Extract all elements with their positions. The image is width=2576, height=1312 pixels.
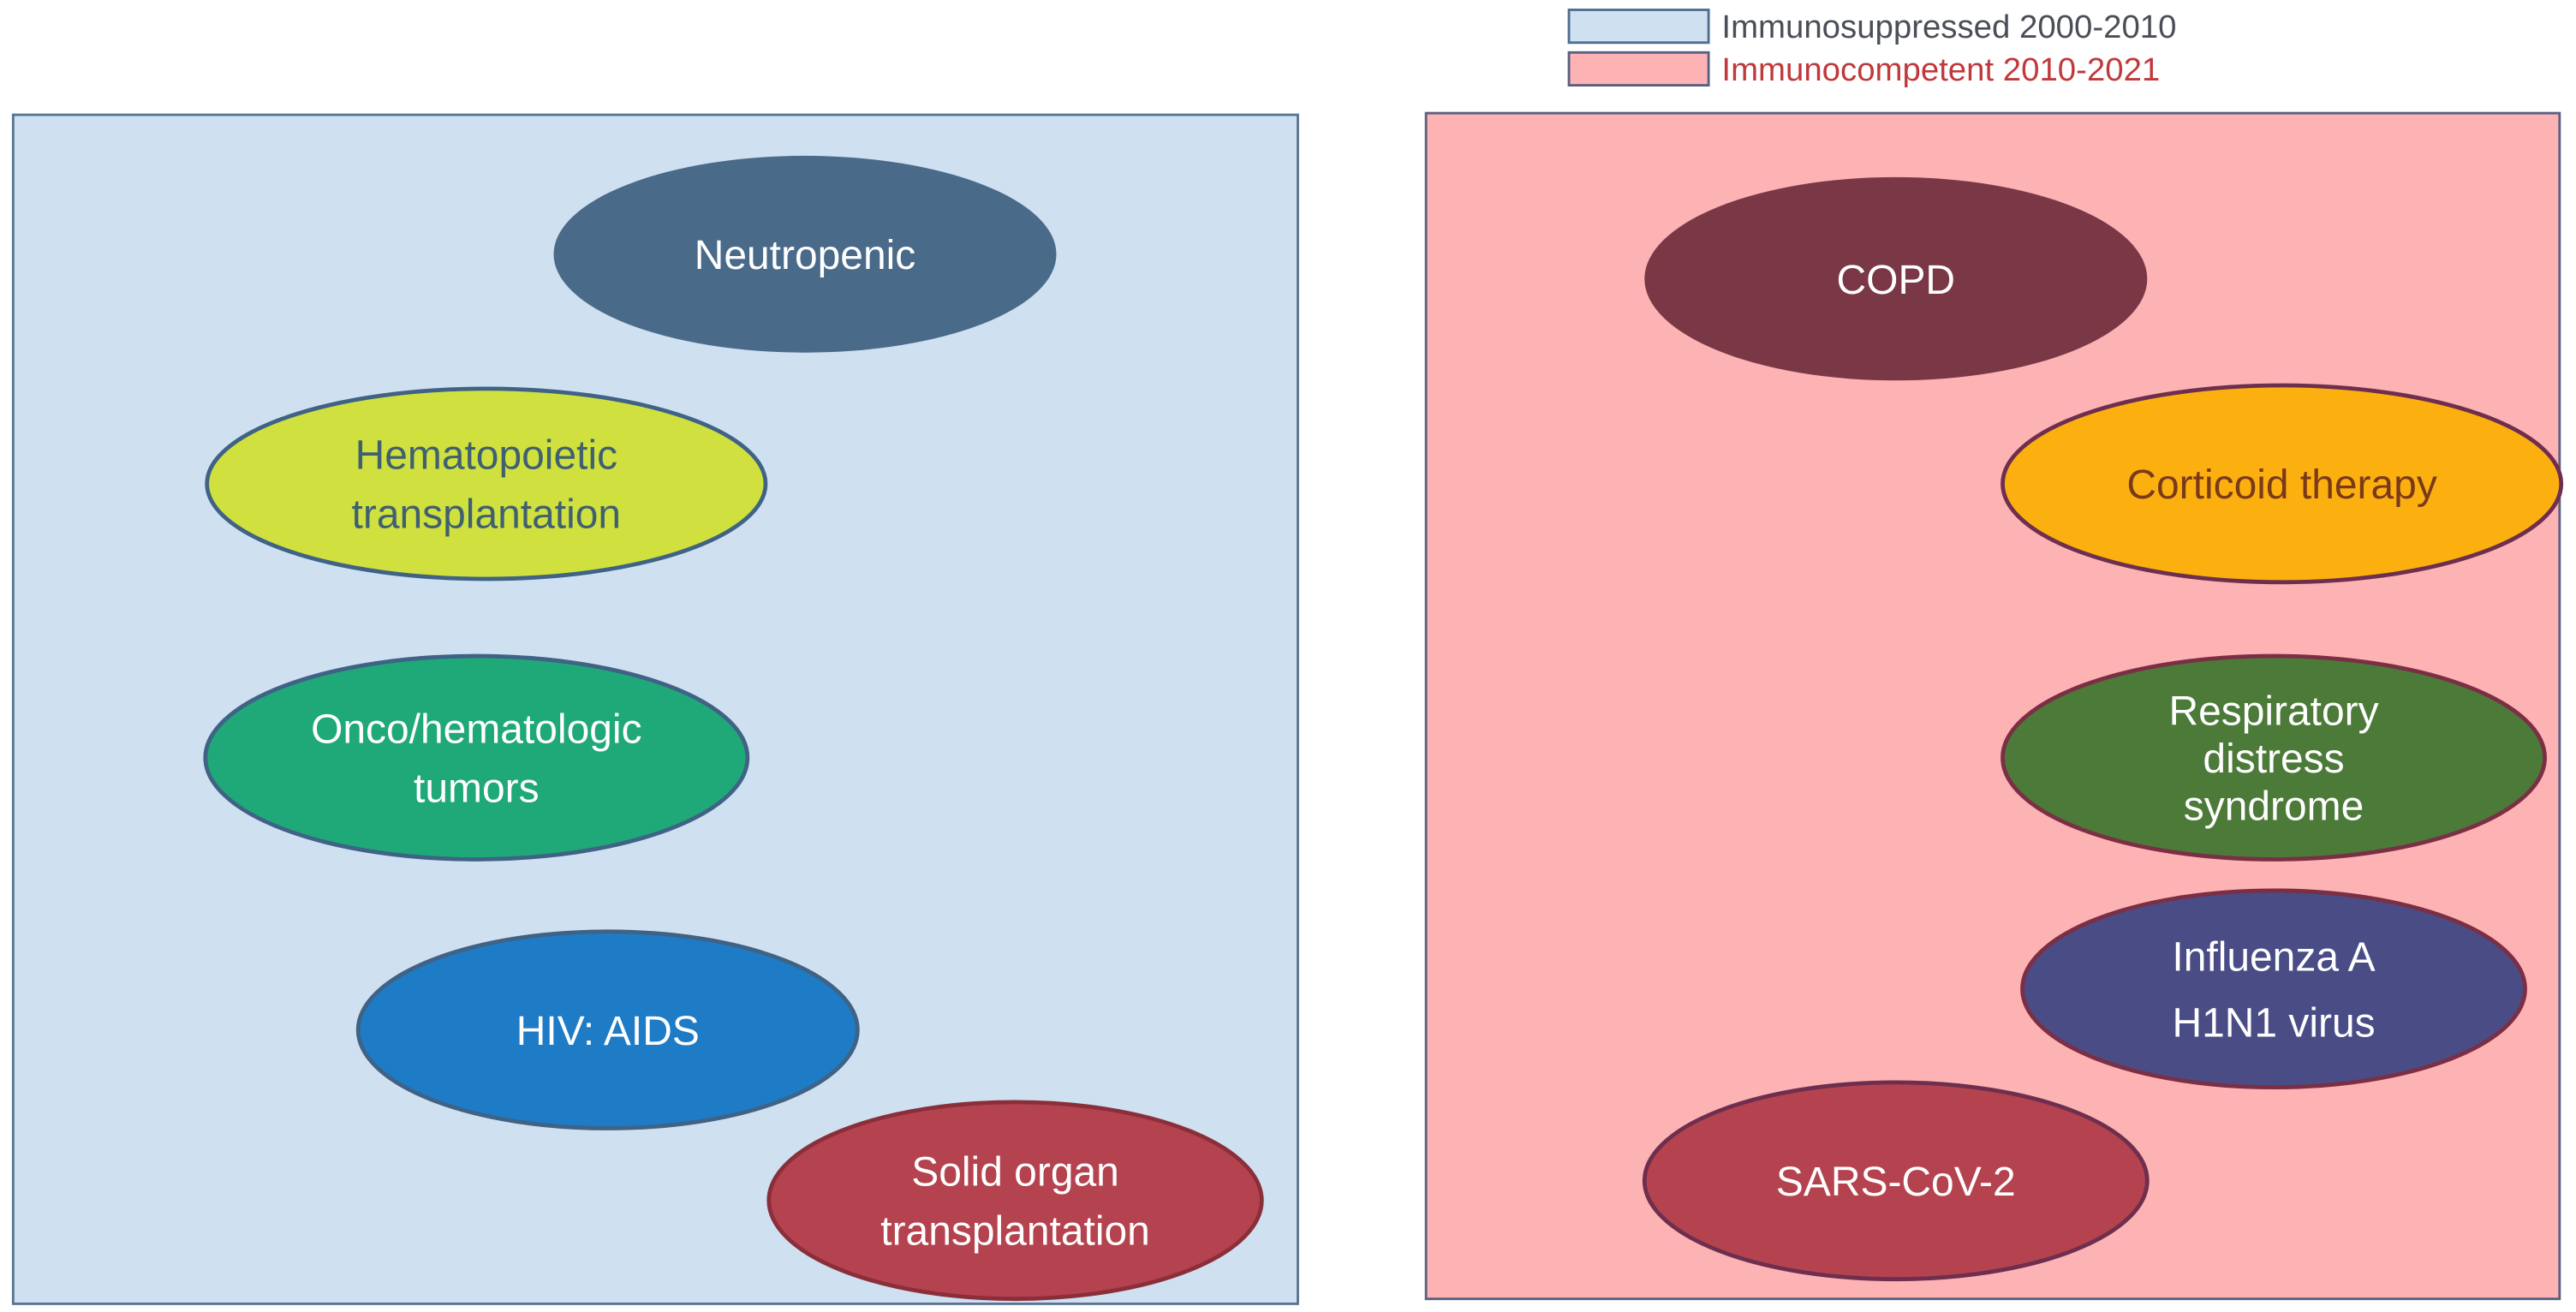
node-copd: COPD [1644,176,2148,381]
node-solid-organ-transplantation: Solid organ transplantation [766,1100,1264,1302]
node-corticoid-therapy: Corticoid therapy [2001,383,2564,585]
node-ellipse-hiv-aids [355,929,860,1130]
node-label-line: Solid organ [911,1150,1119,1196]
node-label-line: syndrome [2184,784,2364,830]
node-neutropenic: Neutropenic [553,155,1057,353]
node-label-line: COPD [1837,258,1956,303]
node-ellipse-influenza-a-h1n1-virus [2020,888,2527,1090]
node-label-line: Onco/hematologic [311,707,641,753]
node-label-line: transplantation [880,1209,1150,1255]
node-label-line: Corticoid therapy [2126,462,2436,508]
node-ellipse-onco-hematologic-tumors [203,653,750,862]
node-influenza-a-h1n1-virus: Influenza A H1N1 virus [2020,888,2527,1090]
legend-swatch-immunosuppressed [1567,9,1710,45]
panel-immunosuppressed: NeutropenicHematopoietictransplantationO… [11,113,1299,1305]
node-label-line: HIV: AIDS [516,1009,700,1054]
legend-label-immunocompetent: Immunocompetent 2010-2021 [1721,51,2160,88]
node-label-line: Hematopoietic [355,433,618,479]
node-label-line: Respiratory [2168,689,2378,734]
node-sars-cov-2: SARS-CoV-2 [1642,1080,2150,1282]
node-onco-hematologic-tumors: Onco/hematologic tumors [203,653,750,862]
node-label-line: H1N1 virus [2172,1000,2375,1046]
node-ellipse-corticoid-therapy [2001,383,2564,585]
legend-item-immunosuppressed: Immunosuppressed 2000-2010 [1567,9,2176,45]
node-hematopoietic-transplantation: Hematopoietic transplantation [205,386,768,581]
node-ellipse-hematopoietic-transplantation [205,386,768,581]
node-hiv-aids: HIV: AIDS [355,929,860,1130]
node-label-line: SARS-CoV-2 [1776,1160,2016,1205]
node-ellipse-solid-organ-transplantation [766,1100,1264,1302]
node-ellipse-sars-cov-2 [1642,1080,2150,1282]
node-label-line: Influenza A [2172,935,2375,981]
node-label-line: distress [2203,737,2344,782]
node-ellipse-respiratory-distress-syndrome [2001,653,2547,862]
node-label-line: Neutropenic [695,233,916,278]
legend-swatch-immunocompetent [1567,51,1710,87]
node-label-line: transplantation [352,492,622,538]
legend-item-immunocompetent: Immunocompetent 2010-2021 [1567,51,2160,88]
node-ellipse-copd [1644,176,2148,381]
legend-label-immunosuppressed: Immunosuppressed 2000-2010 [1721,9,2176,45]
legend: Immunosuppressed 2000-2010 Immunocompete… [1567,9,2176,88]
node-ellipse-neutropenic [553,155,1057,353]
node-label-line: tumors [414,766,540,811]
panel-immunocompetent: COPD Corticoid therapyRespiratorydistress… [1424,111,2564,1301]
